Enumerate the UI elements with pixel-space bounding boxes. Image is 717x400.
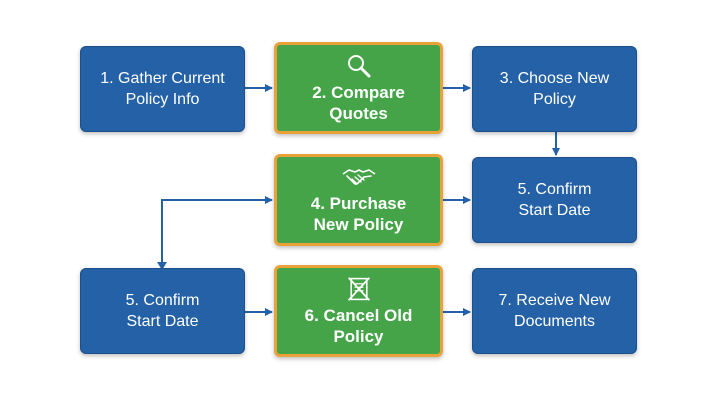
step-confirm-start-date-bottom-box: 5. Confirm Start Date xyxy=(80,268,245,354)
handshake-icon xyxy=(342,168,375,185)
step-receive-documents-box: 7. Receive New Documents xyxy=(472,268,637,354)
elbow-arrow-start-head xyxy=(157,262,167,270)
step-cancel-old-policy-box: 6. Cancel Old Policy xyxy=(274,265,443,357)
step-confirm-start-date-top-box: 5. Confirm Start Date xyxy=(472,157,637,243)
step-label: 2. Compare Quotes xyxy=(312,82,405,123)
step-label: 6. Cancel Old Policy xyxy=(304,305,413,346)
step-label: 5. Confirm Start Date xyxy=(125,292,200,330)
crossed-document-icon xyxy=(347,276,370,301)
magnifier-icon xyxy=(347,54,370,77)
step-compare-quotes-box: 2. Compare Quotes xyxy=(274,42,443,134)
step-label: 3. Choose New Policy xyxy=(499,70,610,108)
step-label: 4. Purchase New Policy xyxy=(310,193,407,234)
step-label: 7. Receive New Documents xyxy=(498,292,611,330)
step-label: 5. Confirm Start Date xyxy=(517,181,592,219)
step-purchase-policy-box: 4. Purchase New Policy xyxy=(274,154,443,246)
elbow-arrow-step4-to-step5-bottom xyxy=(161,196,273,265)
step-gather-info-box: 1. Gather Current Policy Info xyxy=(80,46,245,132)
step-label: 1. Gather Current Policy Info xyxy=(100,70,225,108)
step-choose-policy-box: 3. Choose New Policy xyxy=(472,46,637,132)
